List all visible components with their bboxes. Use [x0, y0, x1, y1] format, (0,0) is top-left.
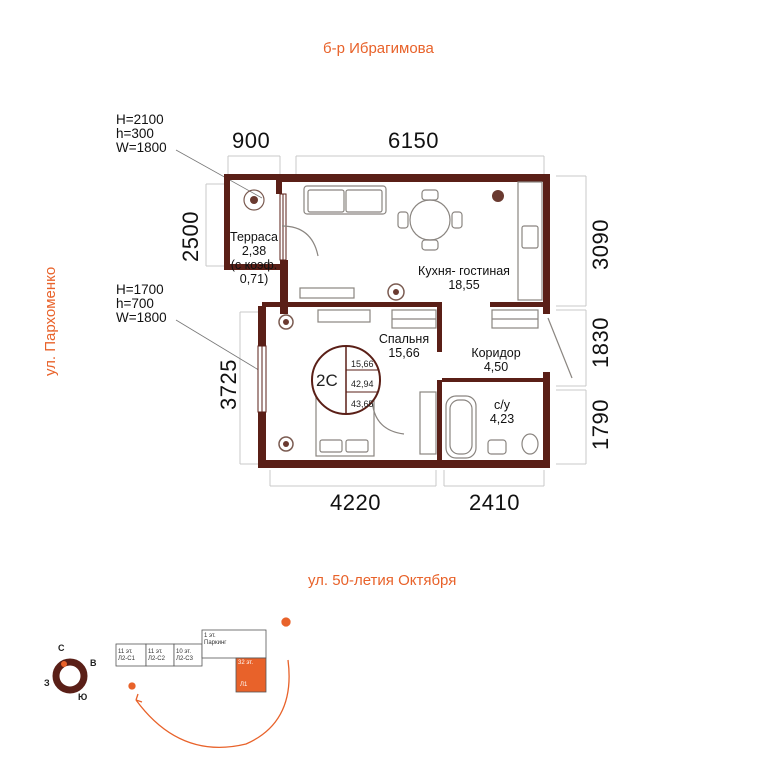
- compass-north: С: [58, 643, 65, 653]
- dim-top-left: 900: [232, 128, 271, 153]
- compass-east: В: [90, 658, 97, 668]
- room-kitchen-name: Кухня- гостиная: [418, 264, 510, 278]
- room-terrace-name: Терраса: [230, 230, 278, 244]
- room-terrace-coef-1: (с коэф.: [230, 258, 278, 272]
- site-parking-label: Паркинг: [204, 640, 227, 646]
- room-terrace-area: 2,38: [241, 244, 267, 258]
- windows: [257, 193, 287, 413]
- room-bedroom: Спальня 15,66: [374, 332, 434, 360]
- site-block-3-code: Л2-С3: [176, 656, 193, 662]
- window-leaders: [175, 149, 263, 373]
- window-spec-lower: H=1700 h=700 W=1800: [116, 283, 167, 325]
- apartment-badge-graphic: [311, 345, 381, 415]
- dimension-guides: [205, 155, 587, 487]
- compass-south: Ю: [78, 692, 88, 702]
- apartment-type-code: 2С: [316, 371, 338, 390]
- badge-area-total: 42,94: [351, 379, 374, 389]
- room-kitchen-area: 18,55: [448, 278, 480, 292]
- site-parking: 1 эт. Паркинг: [204, 633, 226, 647]
- street-bottom-label: ул. 50-летия Октября: [308, 572, 457, 589]
- window-lower-height: H=1700: [116, 282, 164, 297]
- room-corridor-name: Коридор: [471, 346, 521, 360]
- badge-area-living: 15,66: [351, 359, 374, 369]
- plants: [243, 189, 504, 452]
- site-block-2-floors: 11 эт.: [148, 649, 163, 655]
- site-block-1-floors: 11 эт.: [118, 649, 133, 655]
- room-bathroom-name: с/у: [494, 398, 510, 412]
- site-block-3: 10 эт. Л2-С3: [176, 649, 193, 663]
- room-corridor: Коридор 4,50: [458, 346, 534, 374]
- dim-top-main: 6150: [388, 128, 439, 153]
- room-bathroom-area: 4,23: [489, 412, 515, 426]
- site-block-1: 11 эт. Л2-С1: [118, 649, 135, 663]
- room-terrace-coef-2: 0,71): [239, 272, 269, 286]
- site-block-3-floors: 10 эт.: [176, 649, 192, 655]
- room-terrace: Терраса 2,38 (с коэф. 0,71): [226, 230, 282, 286]
- dim-bottom-left: 4220: [330, 490, 381, 515]
- site-parking-floors: 1 эт.: [204, 633, 216, 639]
- window-upper-width: W=1800: [116, 140, 167, 155]
- window-upper-sill: h=300: [116, 126, 154, 141]
- site-block-1-code: Л2-С1: [118, 656, 135, 662]
- room-corridor-area: 4,50: [483, 360, 509, 374]
- room-bathroom: с/у 4,23: [482, 398, 522, 426]
- compass-west: З: [44, 678, 50, 688]
- window-upper-height: H=2100: [116, 112, 164, 127]
- sun-path: [128, 617, 291, 748]
- site-block-2-code: Л2-С2: [148, 656, 165, 662]
- dim-bottom-right: 2410: [469, 490, 520, 515]
- window-lower-sill: h=700: [116, 296, 154, 311]
- walls: [224, 174, 550, 468]
- window-lower-width: W=1800: [116, 310, 167, 325]
- site-tower-floors: 32 эт.: [238, 660, 254, 666]
- window-spec-upper: H=2100 h=300 W=1800: [116, 113, 167, 155]
- badge-area-with-terrace: 43,65: [351, 399, 374, 409]
- site-plan-graphic: [115, 629, 267, 693]
- furniture: [281, 181, 573, 459]
- room-bedroom-name: Спальня: [378, 332, 430, 346]
- site-tower-code: Л1: [240, 682, 248, 688]
- room-bedroom-area: 15,66: [388, 346, 420, 360]
- room-kitchen: Кухня- гостиная 18,55: [404, 264, 524, 292]
- compass-graphic: [52, 658, 88, 694]
- site-block-2: 11 эт. Л2-С2: [148, 649, 165, 663]
- street-top-label: б-р Ибрагимова: [323, 40, 434, 57]
